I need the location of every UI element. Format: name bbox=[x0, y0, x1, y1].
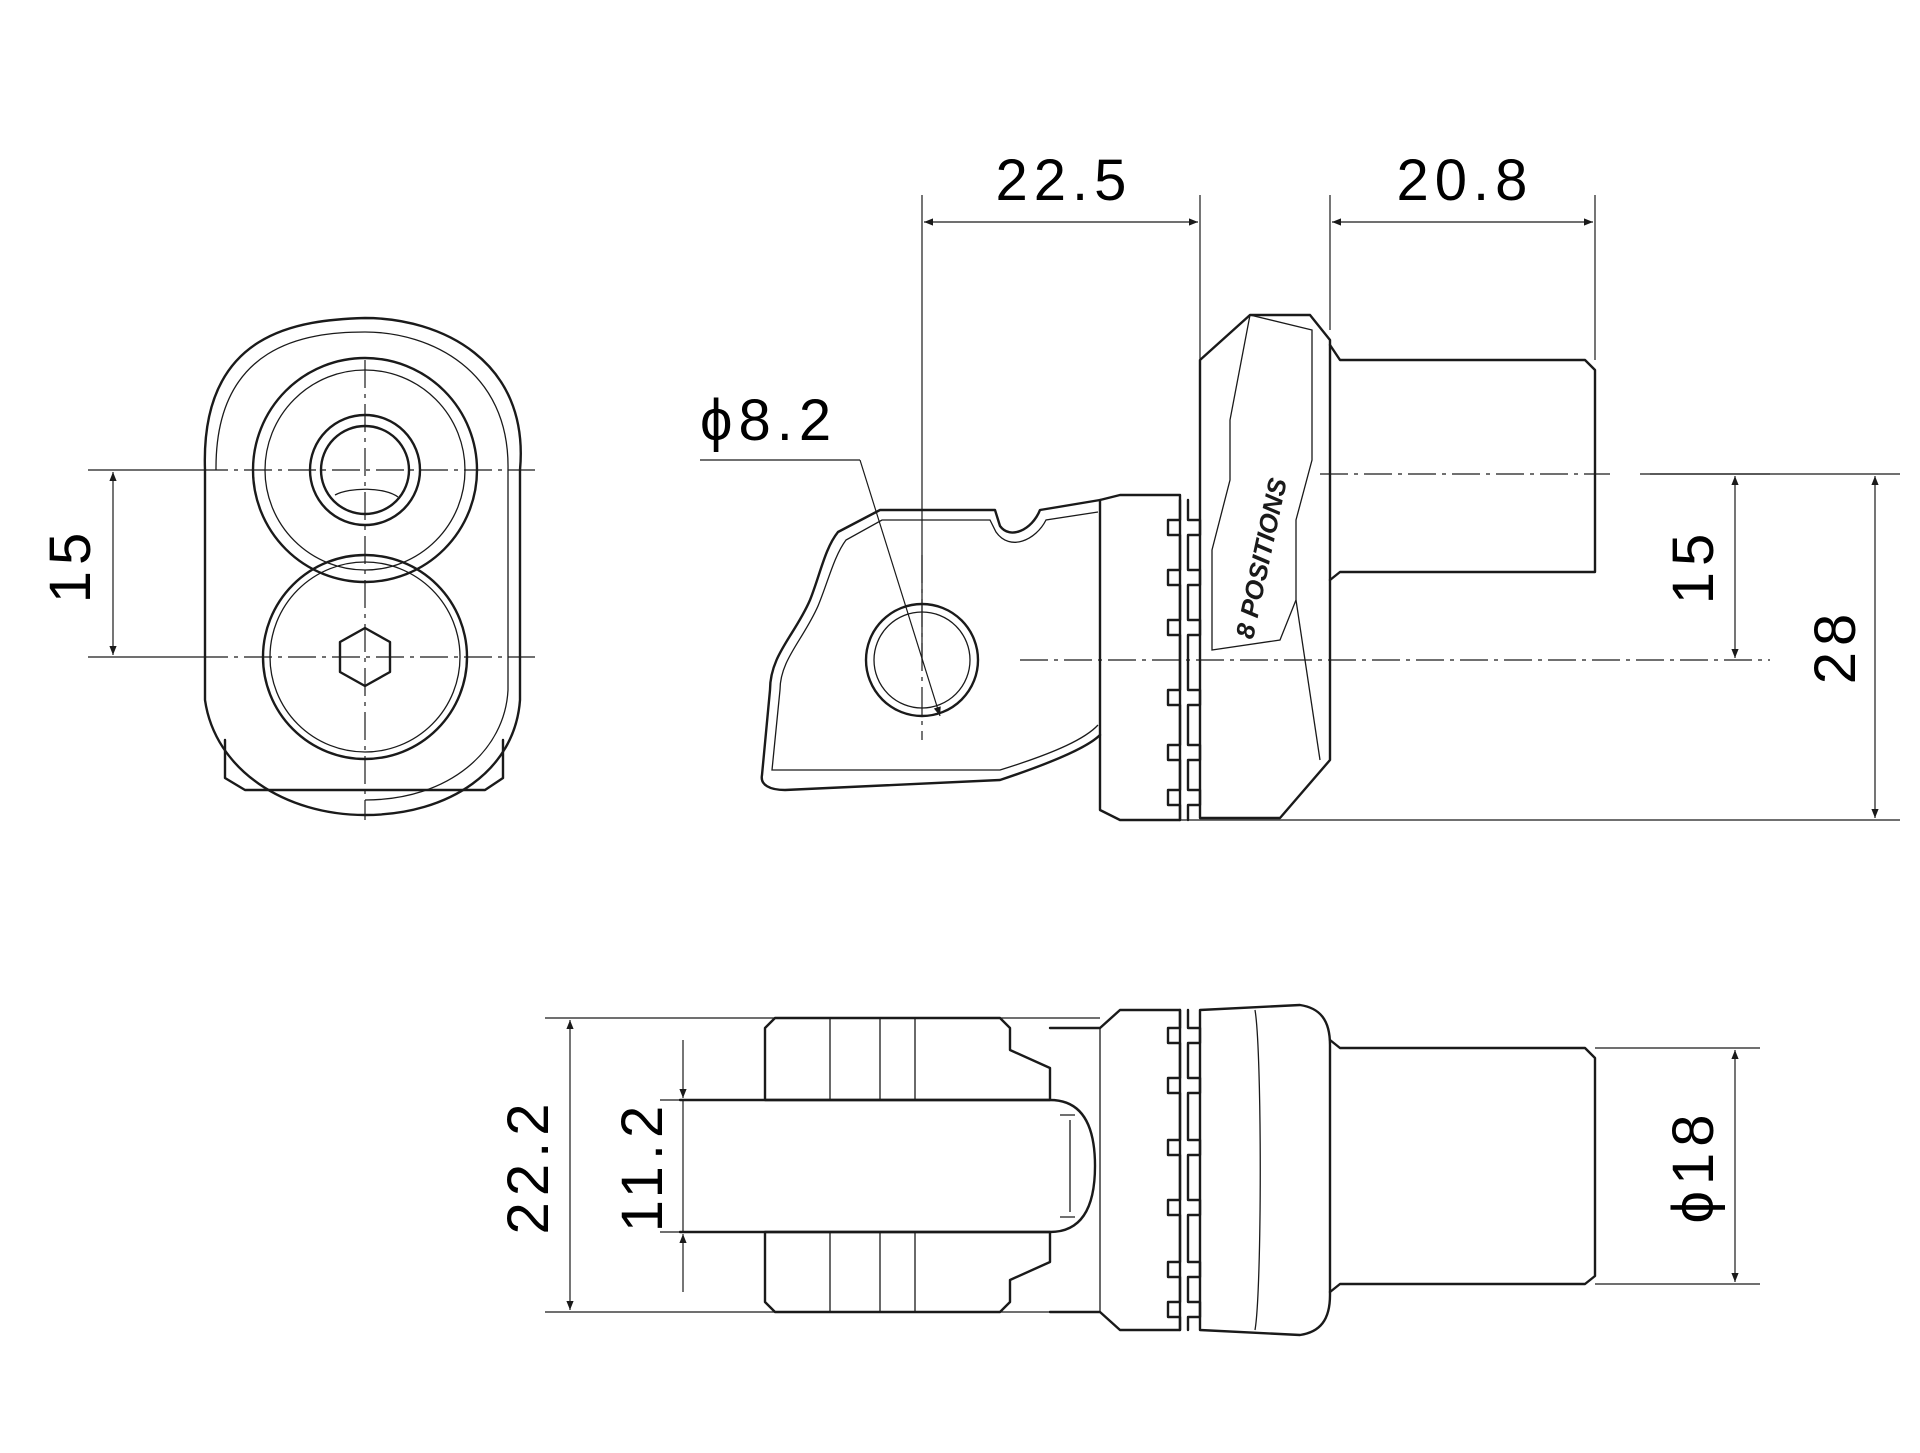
dim-18: ϕ18 bbox=[1661, 1109, 1726, 1224]
bottom-serration-right bbox=[1186, 1008, 1202, 1332]
side-dim-15: 15 bbox=[1661, 528, 1726, 605]
embossed-8-positions-text: 8 POSITIONS bbox=[1230, 475, 1293, 642]
front-thread-detail bbox=[334, 488, 399, 498]
dim-22-5: 22.5 bbox=[996, 148, 1133, 213]
side-serration-right bbox=[1186, 498, 1202, 822]
dim-22-2: 22.2 bbox=[496, 1098, 561, 1235]
front-bottom-flange bbox=[223, 738, 505, 792]
bottom-clevis-lower bbox=[763, 1230, 1052, 1314]
dim-8-2: ϕ8.2 bbox=[700, 388, 837, 453]
bottom-knob-band bbox=[1254, 1009, 1261, 1331]
side-knob-edge bbox=[1295, 599, 1321, 761]
dim-11-2: 11.2 bbox=[610, 1100, 675, 1233]
dim-8-2-leader bbox=[859, 459, 941, 717]
side-lever-arm-inner bbox=[771, 511, 1099, 771]
bottom-clevis-upper bbox=[763, 1016, 1052, 1102]
bottom-shaft bbox=[1328, 1038, 1597, 1294]
front-outer-ring bbox=[215, 331, 509, 801]
bottom-serration bbox=[1166, 1008, 1182, 1332]
side-adjuster-knob bbox=[1198, 313, 1332, 820]
front-outer-body bbox=[203, 316, 522, 817]
side-view: 8 POSITIONS 22.5 20.8 ϕ8.2 15 28 bbox=[700, 148, 1900, 822]
bottom-view: 22.2 11.2 ϕ18 bbox=[496, 1003, 1760, 1337]
bottom-slot-inner bbox=[1060, 1114, 1075, 1218]
bottom-slot-bridge bbox=[678, 1098, 1097, 1234]
dim-28: 28 bbox=[1803, 608, 1868, 685]
front-dim-15: 15 bbox=[38, 527, 103, 604]
side-hub bbox=[1098, 493, 1182, 822]
side-lever-arm bbox=[760, 498, 1102, 792]
dim-20-8: 20.8 bbox=[1397, 148, 1534, 213]
side-knob-face bbox=[1211, 314, 1313, 651]
side-serration bbox=[1166, 498, 1182, 822]
front-view: 15 bbox=[38, 316, 535, 820]
side-shaft bbox=[1328, 343, 1597, 582]
bottom-adjuster-knob bbox=[1198, 1003, 1332, 1337]
